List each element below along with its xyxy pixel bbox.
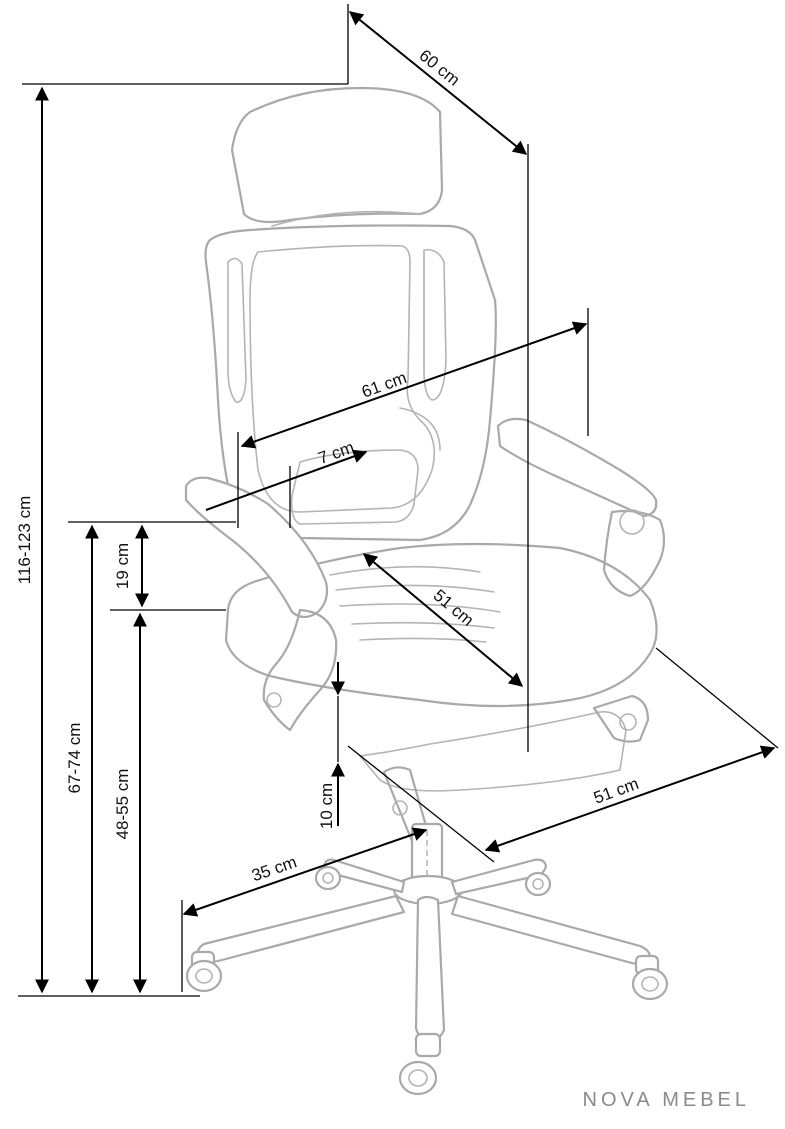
dim-line-base-width	[484, 745, 776, 853]
caster-back-left	[314, 865, 342, 891]
armrest-left-support	[262, 608, 338, 732]
dim-line-base-radius	[182, 827, 428, 917]
label-seat-height: 48-55 cm	[113, 769, 132, 840]
caster-right	[631, 954, 669, 1001]
armrest-right-pad	[496, 417, 658, 518]
label-base-width: 51 cm	[591, 774, 641, 808]
footrest	[592, 694, 650, 743]
footrest-knob	[619, 713, 637, 731]
base-leg-left	[196, 894, 406, 964]
lumbar-support	[290, 449, 419, 525]
caster-back-right	[524, 871, 552, 897]
dim-line-depth-total	[348, 11, 528, 155]
armrest-left-knob	[266, 692, 282, 708]
label-base-radius: 35 cm	[249, 852, 299, 885]
brand-logo: NOVA MEBEL	[583, 1089, 750, 1111]
headrest-neck	[271, 210, 421, 227]
dim-line-width-total	[240, 321, 588, 449]
armrest-left-pad	[184, 476, 329, 619]
dimension-lines	[18, 4, 779, 997]
seat-mechanism	[359, 711, 627, 792]
base-leg-right	[450, 894, 651, 966]
label-seat-thickness: 10 cm	[317, 783, 336, 829]
backrest-mesh	[249, 244, 436, 513]
backrest-outer	[204, 224, 497, 542]
chair-drawing	[184, 86, 669, 1096]
backrest-cutout-left	[227, 257, 247, 403]
armrest-right-knob	[619, 509, 645, 535]
caster-left	[185, 950, 223, 993]
label-height-total: 116-123 cm	[15, 496, 34, 585]
label-armrest-height: 19 cm	[113, 543, 132, 589]
gas-lift-knob	[392, 800, 408, 816]
dim-line-seat-depth	[362, 553, 524, 687]
headrest	[230, 86, 444, 224]
dim-line-backrest-detail	[205, 449, 368, 511]
label-seat-height-armrest: 67-74 cm	[65, 723, 84, 794]
base-leg-front	[414, 895, 446, 1042]
armrest-right-support	[602, 509, 666, 598]
caster-front	[398, 1032, 442, 1096]
